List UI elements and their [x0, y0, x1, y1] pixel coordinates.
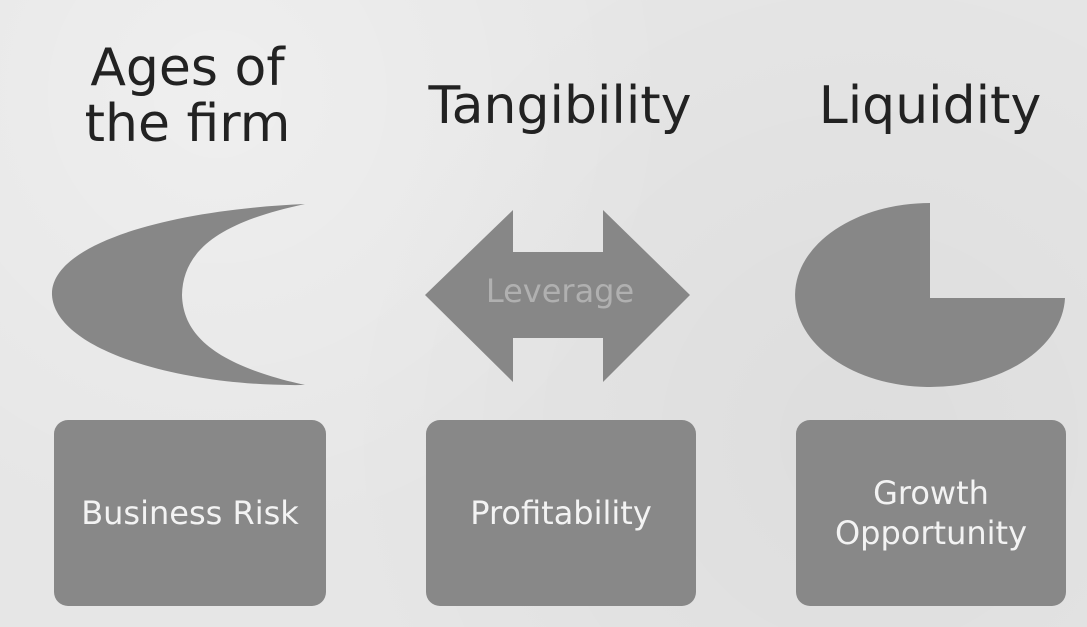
business-risk-label: Business Risk — [81, 494, 299, 532]
heading-liquidity: Liquidity — [818, 76, 1042, 136]
pie-shape — [795, 203, 1065, 387]
leverage-label: Leverage — [485, 272, 635, 310]
crescent-shape — [51, 204, 305, 386]
double-arrow-shape — [425, 210, 690, 382]
business-risk-box: Business Risk — [54, 420, 326, 606]
heading-tangibility: Tangibility — [428, 76, 692, 136]
heading-ages-of-the-firm: Ages of the firm — [84, 38, 291, 155]
growth-opportunity-label: Growth Opportunity — [834, 474, 1028, 552]
profitability-label: Profitability — [470, 494, 652, 532]
growth-opportunity-box: Growth Opportunity — [796, 420, 1066, 606]
profitability-box: Profitability — [426, 420, 696, 606]
